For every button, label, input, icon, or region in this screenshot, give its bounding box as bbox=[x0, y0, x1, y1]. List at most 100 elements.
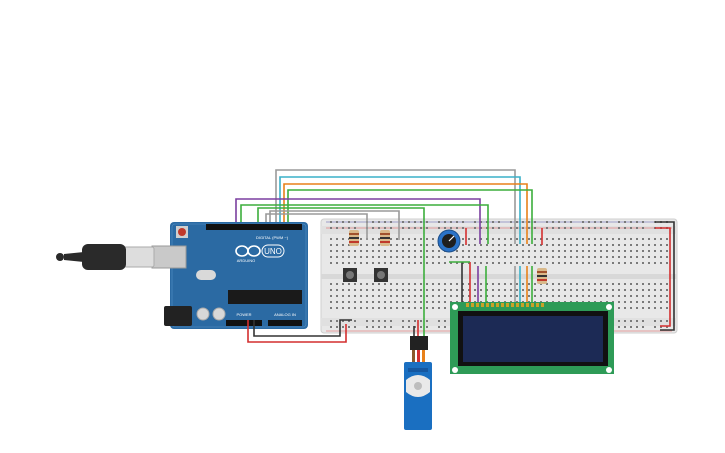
breadboard-hole bbox=[660, 326, 662, 328]
breadboard-hole bbox=[420, 326, 422, 328]
breadboard-hole bbox=[624, 320, 626, 322]
breadboard-hole bbox=[516, 221, 518, 223]
breadboard-hole bbox=[642, 301, 644, 303]
breadboard-hole bbox=[354, 262, 356, 264]
servo-motor-icon[interactable] bbox=[404, 336, 432, 430]
breadboard-hole bbox=[612, 238, 614, 240]
breadboard-hole bbox=[390, 221, 392, 223]
breadboard-hole bbox=[348, 283, 350, 285]
wire-green-1 bbox=[287, 189, 533, 244]
arduino-uno-board[interactable]: UNO ARDUINO DIGITAL (PWM ~) POWER ANALOG… bbox=[151, 222, 308, 329]
lcd-pin bbox=[481, 303, 484, 307]
breadboard-hole bbox=[378, 250, 380, 252]
breadboard-hole bbox=[600, 283, 602, 285]
breadboard-hole bbox=[420, 283, 422, 285]
breadboard-hole bbox=[480, 227, 482, 229]
breadboard-hole bbox=[408, 301, 410, 303]
breadboard-hole bbox=[372, 320, 374, 322]
wires bbox=[235, 169, 675, 343]
breadboard-hole bbox=[648, 301, 650, 303]
breadboard-hole bbox=[342, 256, 344, 258]
breadboard-hole bbox=[420, 227, 422, 229]
breadboard-hole bbox=[522, 221, 524, 223]
breadboard-hole bbox=[498, 244, 500, 246]
push-button-1[interactable] bbox=[343, 268, 357, 282]
breadboard-hole bbox=[450, 295, 452, 297]
breadboard-hole bbox=[348, 301, 350, 303]
breadboard-hole bbox=[666, 301, 668, 303]
breadboard-hole bbox=[384, 320, 386, 322]
breadboard-hole bbox=[348, 250, 350, 252]
breadboard-hole bbox=[660, 262, 662, 264]
resistor-3[interactable] bbox=[537, 268, 547, 284]
usb-cable-icon[interactable] bbox=[56, 244, 155, 270]
breadboard-hole bbox=[444, 295, 446, 297]
breadboard-hole bbox=[660, 256, 662, 258]
resistor-2[interactable] bbox=[380, 230, 390, 246]
breadboard-hole bbox=[432, 262, 434, 264]
breadboard-hole bbox=[420, 320, 422, 322]
breadboard-hole bbox=[408, 262, 410, 264]
breadboard-hole bbox=[414, 301, 416, 303]
wire-5v bbox=[247, 320, 347, 343]
breadboard-hole bbox=[462, 227, 464, 229]
lcd-pin bbox=[516, 303, 519, 307]
push-button-2[interactable] bbox=[374, 268, 388, 282]
breadboard-hole bbox=[516, 289, 518, 291]
breadboard-hole bbox=[636, 307, 638, 309]
breadboard-hole bbox=[468, 289, 470, 291]
breadboard-hole bbox=[576, 256, 578, 258]
breadboard-hole bbox=[618, 307, 620, 309]
breadboard-hole bbox=[558, 227, 560, 229]
breadboard-hole bbox=[372, 262, 374, 264]
lcd-pin bbox=[536, 303, 539, 307]
wire-rail-red bbox=[655, 227, 671, 327]
breadboard-hole bbox=[618, 238, 620, 240]
breadboard-hole bbox=[390, 320, 392, 322]
breadboard-hole bbox=[390, 295, 392, 297]
breadboard-hole bbox=[396, 283, 398, 285]
breadboard-hole bbox=[384, 326, 386, 328]
breadboard-hole bbox=[402, 289, 404, 291]
breadboard-hole bbox=[342, 227, 344, 229]
breadboard-hole bbox=[630, 227, 632, 229]
breadboard-hole bbox=[570, 227, 572, 229]
breadboard-hole bbox=[414, 295, 416, 297]
breadboard-hole bbox=[414, 256, 416, 258]
potentiometer-icon[interactable] bbox=[437, 229, 461, 253]
breadboard-hole bbox=[522, 250, 524, 252]
breadboard-hole bbox=[570, 283, 572, 285]
breadboard-hole bbox=[426, 320, 428, 322]
breadboard-hole bbox=[528, 262, 530, 264]
breadboard-hole bbox=[666, 238, 668, 240]
breadboard-hole bbox=[540, 250, 542, 252]
breadboard-hole bbox=[414, 221, 416, 223]
breadboard-hole bbox=[384, 227, 386, 229]
breadboard-hole bbox=[654, 244, 656, 246]
breadboard-hole bbox=[426, 227, 428, 229]
breadboard-hole bbox=[606, 227, 608, 229]
resistor-1[interactable] bbox=[349, 230, 359, 246]
breadboard-hole bbox=[444, 283, 446, 285]
lcd-display[interactable] bbox=[450, 302, 614, 374]
breadboard-hole bbox=[414, 283, 416, 285]
breadboard-hole bbox=[444, 289, 446, 291]
breadboard-hole bbox=[342, 250, 344, 252]
breadboard-hole bbox=[552, 244, 554, 246]
breadboard-hole bbox=[390, 307, 392, 309]
breadboard-hole bbox=[510, 283, 512, 285]
breadboard-hole bbox=[516, 244, 518, 246]
breadboard-hole bbox=[648, 307, 650, 309]
breadboard-hole bbox=[474, 221, 476, 223]
breadboard-hole bbox=[426, 326, 428, 328]
breadboard-hole bbox=[468, 262, 470, 264]
breadboard-hole bbox=[360, 295, 362, 297]
breadboard-hole bbox=[594, 227, 596, 229]
breadboard-hole bbox=[654, 320, 656, 322]
breadboard-hole bbox=[552, 227, 554, 229]
breadboard-hole bbox=[552, 256, 554, 258]
breadboard-hole bbox=[624, 307, 626, 309]
breadboard-hole bbox=[594, 289, 596, 291]
breadboard-hole bbox=[654, 295, 656, 297]
